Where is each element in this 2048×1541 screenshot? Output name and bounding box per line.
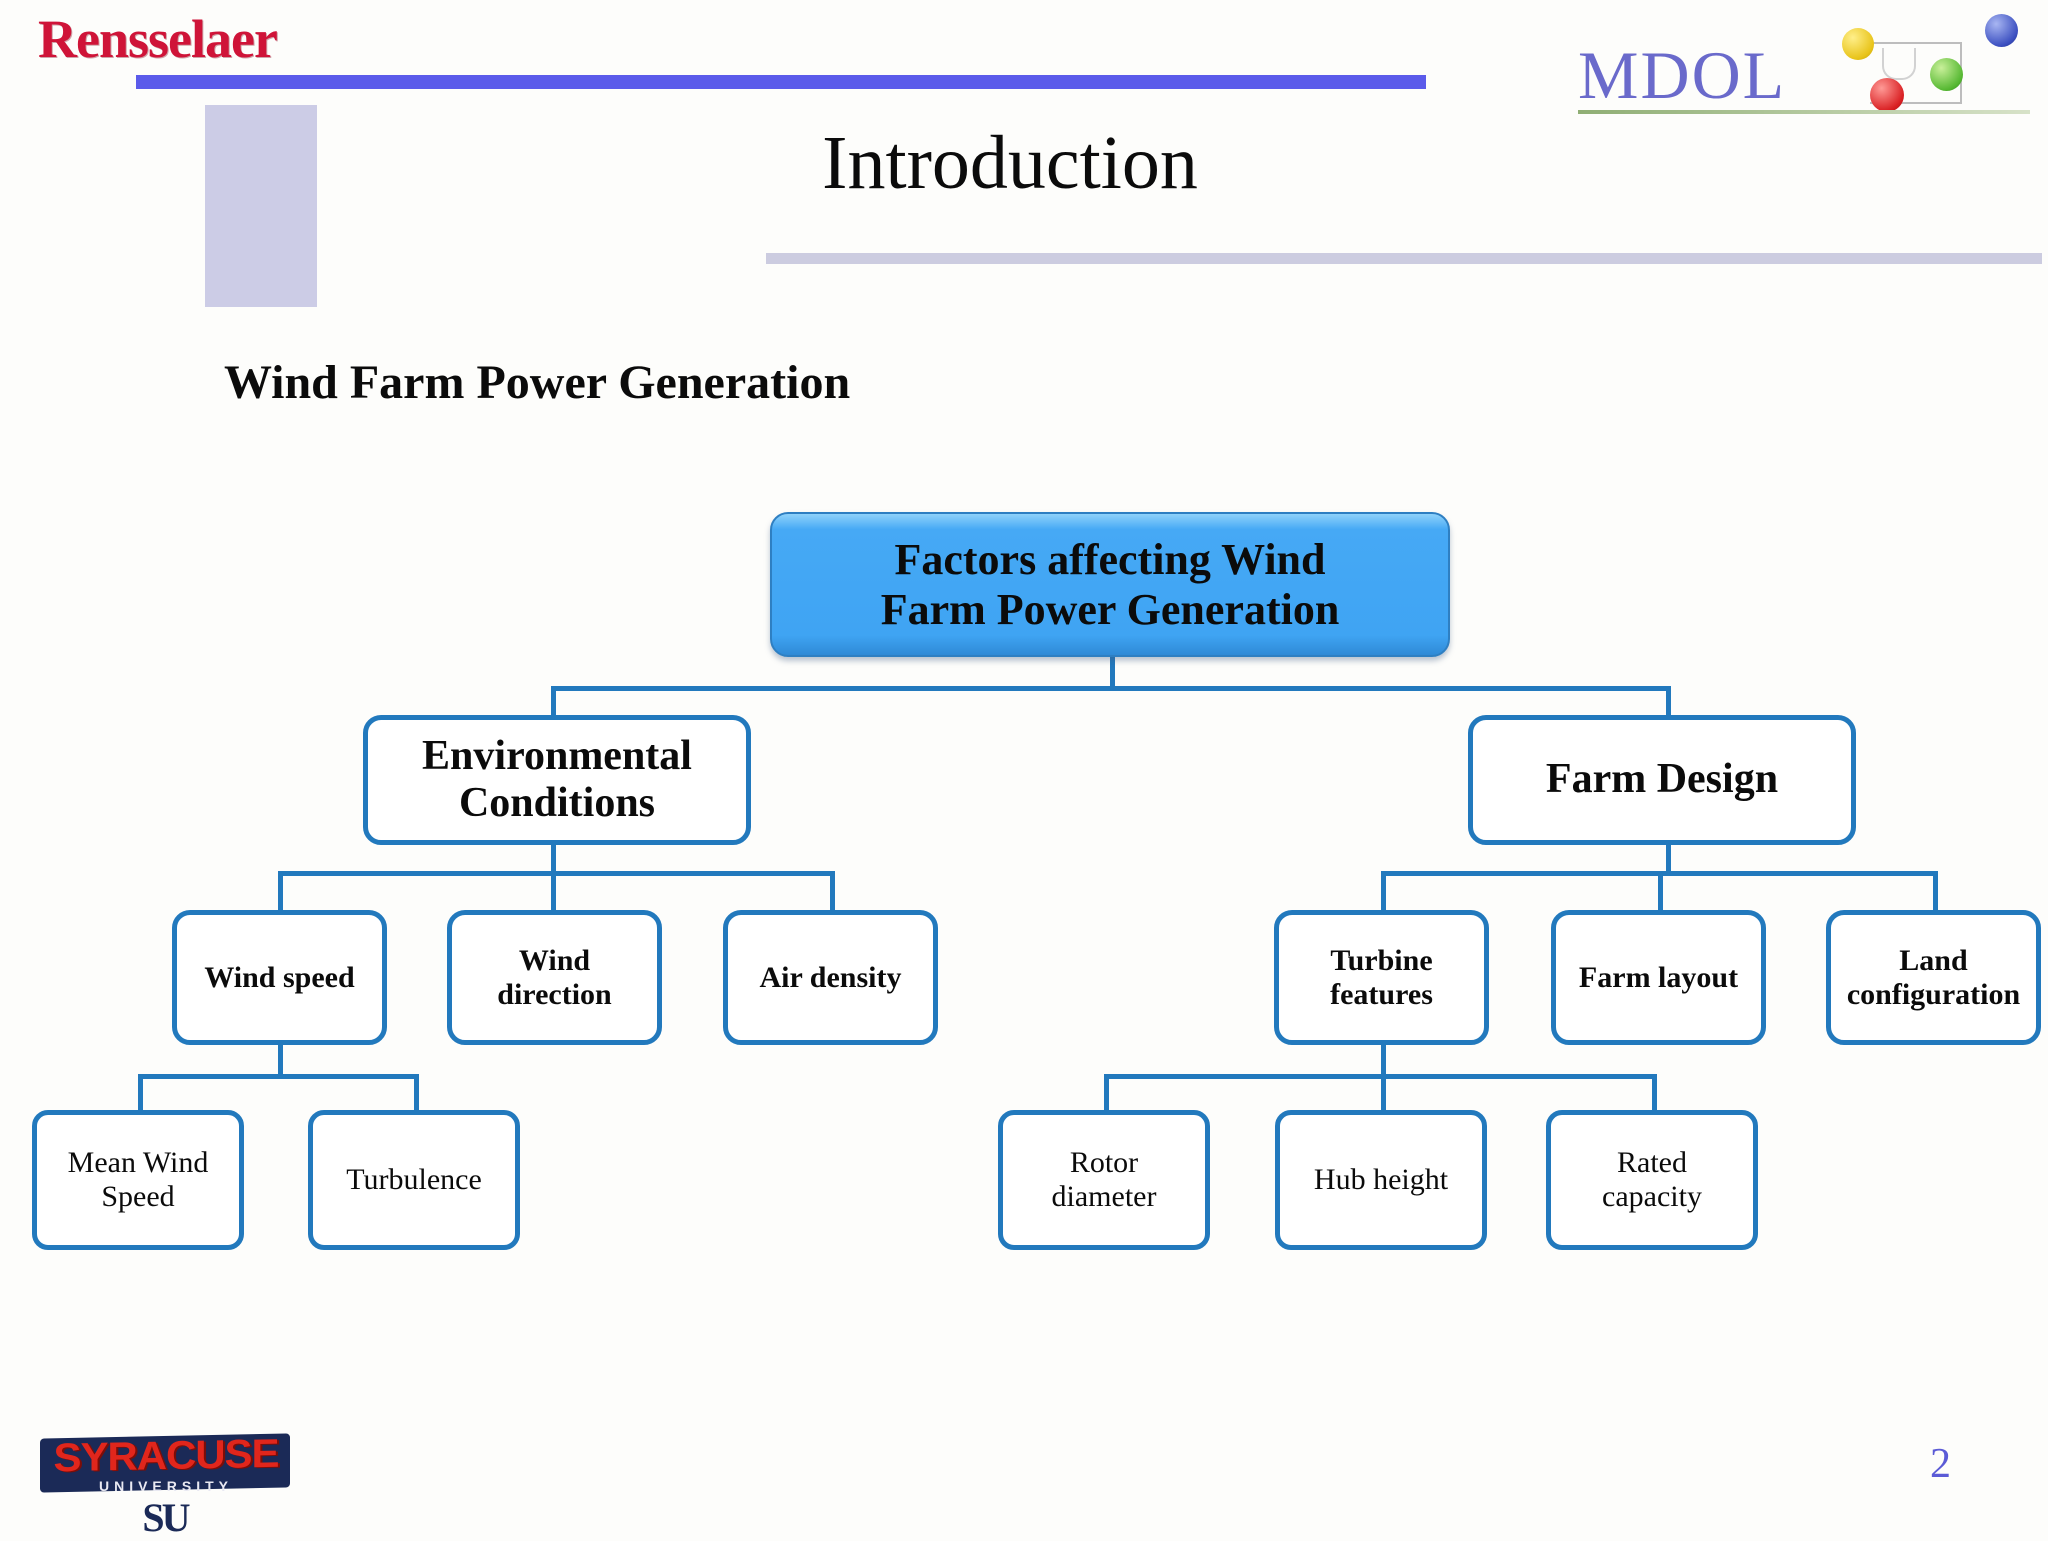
connector-to-environmental <box>551 686 556 716</box>
node-hub-height[interactable]: Hub height <box>1275 1110 1487 1250</box>
node-rated-capacity-label: Rated capacity <box>1602 1146 1702 1213</box>
connector-environmental-stem <box>551 842 556 874</box>
red-dot-icon <box>1870 78 1904 112</box>
yellow-dot-icon <box>1842 28 1874 60</box>
connector-to-air-density <box>830 871 835 913</box>
connector-to-wind-direction <box>551 871 556 913</box>
node-environmental-conditions[interactable]: Environmental Conditions <box>363 715 751 845</box>
connector-left-level3-bus <box>278 871 835 876</box>
connector-to-rated-capacity <box>1652 1074 1657 1112</box>
connector-turbine-children-bus <box>1104 1074 1656 1079</box>
node-wind-direction-label: Wind direction <box>497 943 612 1011</box>
connector-level2-bus <box>551 686 1671 691</box>
su-logo-word: SYRACUSE <box>53 1431 279 1481</box>
connector-to-turbine-features <box>1381 871 1386 913</box>
node-farm-design-label: Farm Design <box>1545 756 1779 803</box>
node-rotor-diameter-label: Rotor diameter <box>1051 1146 1157 1213</box>
node-wind-speed[interactable]: Wind speed <box>172 910 387 1045</box>
connector-turbine-features-stem <box>1381 1043 1386 1078</box>
connector-farm-design-stem <box>1666 842 1671 874</box>
page-title: Introduction <box>822 121 1198 205</box>
connector-root-stem <box>1110 655 1115 690</box>
mdol-underline <box>1578 110 2030 114</box>
node-air-density-label: Air density <box>759 960 902 994</box>
syracuse-university-logo: SYRACUSE UNIVERSITY SU <box>22 1431 312 1540</box>
connector-to-wind-speed <box>278 871 283 913</box>
mdol-logo: MDOL <box>1570 6 2040 114</box>
node-land-configuration-label: Land configuration <box>1846 943 2021 1011</box>
connector-wind-speed-bus <box>138 1074 418 1079</box>
node-environmental-conditions-label: Environmental Conditions <box>422 732 692 826</box>
node-air-density[interactable]: Air density <box>723 910 938 1045</box>
node-root[interactable]: Factors affecting Wind Farm Power Genera… <box>770 512 1450 657</box>
green-dot-icon <box>1930 58 1963 91</box>
rensselaer-logo: Rensselaer <box>38 9 278 69</box>
node-turbulence[interactable]: Turbulence <box>308 1110 520 1250</box>
connector-to-rotor-diameter <box>1104 1074 1109 1112</box>
connector-wind-speed-stem <box>278 1043 283 1078</box>
connector-to-land-configuration <box>1933 871 1938 913</box>
node-farm-layout-label: Farm layout <box>1578 960 1739 994</box>
node-turbine-features-label: Turbine features <box>1330 943 1433 1011</box>
connector-to-turbulence <box>414 1074 419 1112</box>
mdol-logo-text: MDOL <box>1578 37 1787 113</box>
node-wind-direction[interactable]: Wind direction <box>447 910 662 1045</box>
node-farm-layout[interactable]: Farm layout <box>1551 910 1766 1045</box>
su-logo-monogram: SU <box>142 1495 190 1540</box>
node-root-label: Factors affecting Wind Farm Power Genera… <box>880 535 1340 634</box>
title-underline <box>766 253 2042 264</box>
node-farm-design[interactable]: Farm Design <box>1468 715 1856 845</box>
section-heading: Wind Farm Power Generation <box>224 356 851 409</box>
su-logo-subword: UNIVERSITY <box>98 1478 233 1494</box>
node-mean-wind-speed-label: Mean Wind Speed <box>67 1146 209 1213</box>
connector-to-hub-height <box>1381 1074 1386 1112</box>
node-mean-wind-speed[interactable]: Mean Wind Speed <box>32 1110 244 1250</box>
node-land-configuration[interactable]: Land configuration <box>1826 910 2041 1045</box>
node-rotor-diameter[interactable]: Rotor diameter <box>998 1110 1210 1250</box>
node-wind-speed-label: Wind speed <box>204 960 355 994</box>
connector-to-mean-wind-speed <box>138 1074 143 1112</box>
node-turbulence-label: Turbulence <box>346 1163 482 1197</box>
connector-to-farm-design <box>1666 686 1671 716</box>
node-turbine-features[interactable]: Turbine features <box>1274 910 1489 1045</box>
connector-to-farm-layout <box>1658 871 1663 913</box>
node-rated-capacity[interactable]: Rated capacity <box>1546 1110 1758 1250</box>
blue-dot-icon <box>1985 14 2018 47</box>
page-number: 2 <box>1930 1441 1951 1487</box>
node-hub-height-label: Hub height <box>1313 1163 1449 1197</box>
header-decor-square <box>205 105 317 307</box>
header-accent-bar <box>136 75 1426 89</box>
